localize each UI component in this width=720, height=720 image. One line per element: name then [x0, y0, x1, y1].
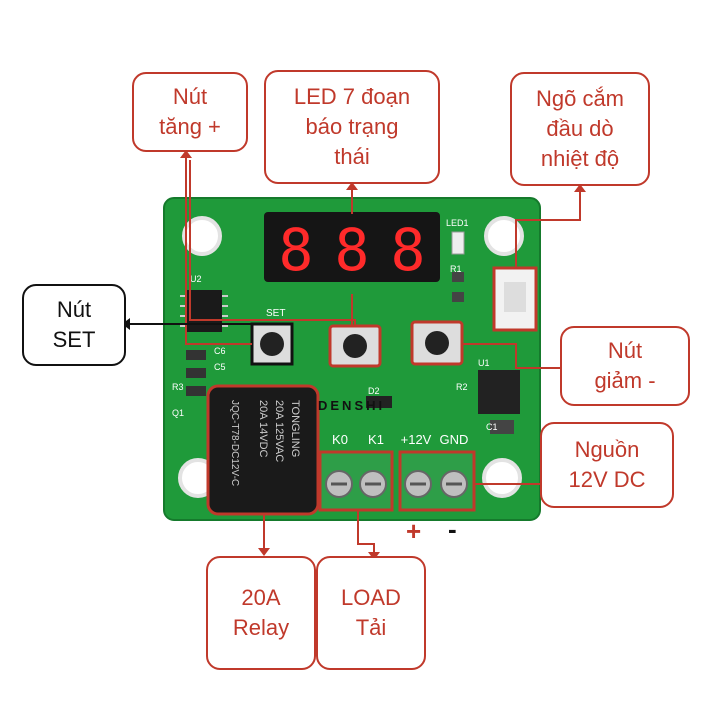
- terminal-label-k0: K0: [332, 432, 348, 447]
- callout-probe-connector: Ngõ cắm đầu dò nhiệt độ: [510, 72, 650, 186]
- callout-decrease-button: Nút giảm -: [560, 326, 690, 406]
- ic-u2: [180, 290, 228, 332]
- polarity-minus: -: [448, 514, 457, 544]
- increase-button[interactable]: [328, 324, 382, 368]
- callout-power-input: Nguồn 12V DC: [540, 422, 674, 508]
- regulator-u1: [478, 370, 520, 414]
- relay-text-3: 20A 14VDC: [257, 400, 269, 458]
- terminal-label-12v: +12V: [401, 432, 432, 447]
- mount-hole: [182, 216, 222, 256]
- set-button[interactable]: [250, 322, 294, 366]
- probe-connector[interactable]: [492, 266, 538, 332]
- silk-c1: C1: [486, 422, 498, 432]
- silk-u1: U1: [478, 358, 490, 368]
- relay-text-4: JQC-T78-DC12V-C: [229, 400, 240, 486]
- display-digit-2: 8: [335, 216, 370, 284]
- seven-segment-display: 8 8 8: [264, 212, 440, 284]
- relay: TONGLING 20A 125VAC 20A 14VDC JQC-T78-DC…: [206, 384, 320, 516]
- display-digit-1: 8: [279, 216, 314, 284]
- terminal-label-gnd: GND: [440, 432, 469, 447]
- callout-set-button: Nút SET: [22, 284, 126, 366]
- silk-c6: C6: [214, 346, 226, 356]
- mount-hole: [484, 216, 524, 256]
- silk-c5: C5: [214, 362, 226, 372]
- relay-text-1: TONGLING: [289, 400, 301, 457]
- relay-text-2: 20A 125VAC: [273, 400, 285, 462]
- silk-r3: R3: [172, 382, 184, 392]
- silk-r1: R1: [450, 264, 462, 274]
- silk-q1: Q1: [172, 408, 184, 418]
- silk-u2: U2: [190, 274, 202, 284]
- silk-r2: R2: [456, 382, 468, 392]
- silk-led1: LED1: [446, 218, 469, 228]
- callout-load: LOAD Tải: [316, 556, 426, 670]
- terminal-label-k1: K1: [368, 432, 384, 447]
- decrease-button[interactable]: [410, 320, 464, 366]
- callout-7-segment-led: LED 7 đoạn báo trạng thái: [264, 70, 440, 184]
- power-terminal-block: [398, 450, 476, 512]
- callout-relay: 20A Relay: [206, 556, 316, 670]
- leader-lines: [130, 150, 581, 556]
- watermark: DENSHI: [318, 398, 385, 413]
- led1-component: [451, 231, 465, 255]
- silk-set: SET: [266, 308, 285, 319]
- silk-d2: D2: [368, 386, 380, 396]
- load-terminal-block: [318, 450, 394, 512]
- mount-hole: [482, 458, 522, 498]
- display-digit-3: 8: [391, 216, 426, 284]
- polarity-plus: +: [406, 516, 422, 546]
- callout-increase-button: Nút tăng +: [132, 72, 248, 152]
